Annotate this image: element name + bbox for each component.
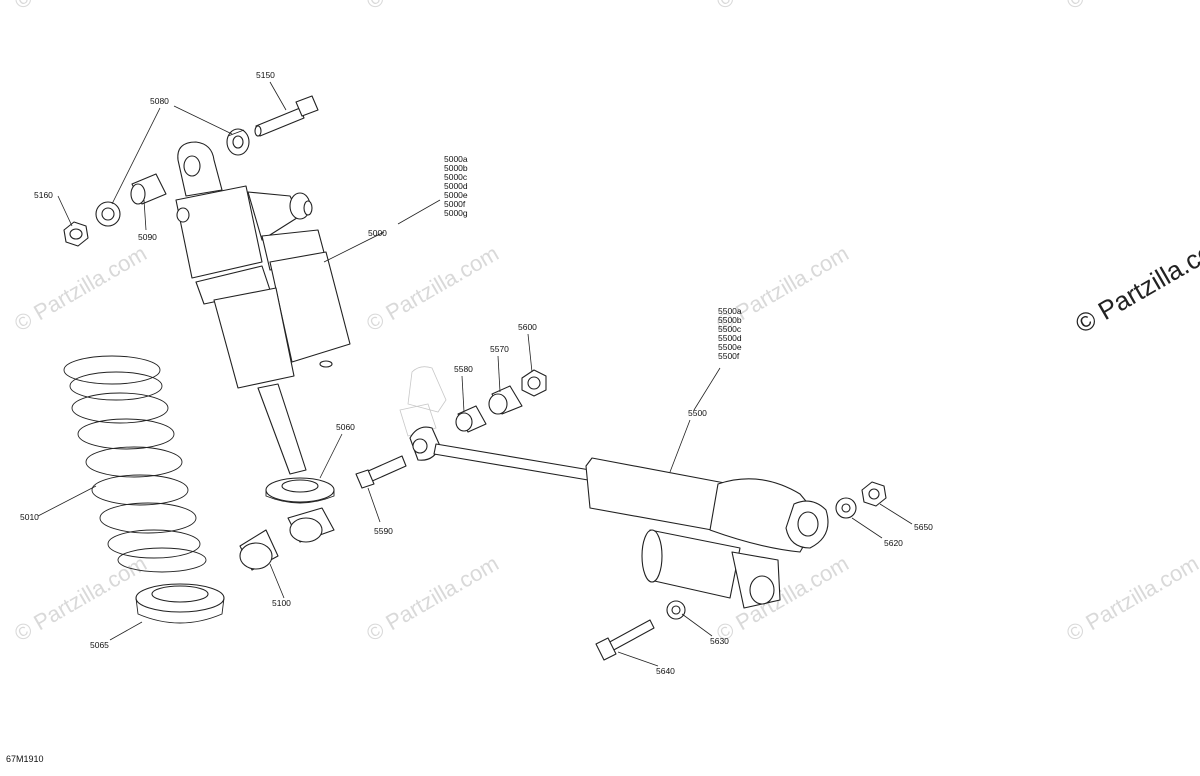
callout-5100: 5100 <box>272 598 291 608</box>
callout-5580: 5580 <box>454 364 473 374</box>
ghost-mount <box>399 366 447 437</box>
bolt-5590 <box>355 455 407 489</box>
callout-5000f: 5000f <box>444 199 466 209</box>
watermark: © Partzilla.com <box>362 241 503 337</box>
callout-5570: 5570 <box>490 344 509 354</box>
callout-5500f: 5500f <box>718 351 740 361</box>
nut-5650 <box>861 481 887 507</box>
callout-5090: 5090 <box>138 232 157 242</box>
nut-5600 <box>521 369 547 397</box>
watermark: © Partzilla.com <box>712 0 853 14</box>
callout-5600: 5600 <box>518 322 537 332</box>
washer-5630 <box>666 600 686 620</box>
shock-5500 <box>409 426 829 609</box>
callout-5500: 5500 <box>688 408 707 418</box>
callout-5000: 5000 <box>368 228 387 238</box>
callout-5000e: 5000e <box>444 190 468 200</box>
callout-5000g: 5000g <box>444 208 468 218</box>
watermark: © Partzilla.com <box>1062 0 1200 14</box>
callout-5640: 5640 <box>656 666 675 676</box>
sleeve-5100 <box>239 507 335 571</box>
callout-5000d: 5000d <box>444 181 468 191</box>
washer-5620 <box>835 497 857 519</box>
shock-5000 <box>175 141 351 475</box>
bushing-5080 <box>226 128 250 156</box>
callout-5620: 5620 <box>884 538 903 548</box>
watermark: © Partzilla.com <box>10 551 151 647</box>
leader-lines <box>37 81 913 667</box>
spring-seat-5060 <box>265 477 335 504</box>
watermark: © Partzilla.com <box>10 0 151 14</box>
watermark: © Partzilla.com <box>10 241 151 337</box>
callout-5500d: 5500d <box>718 333 742 343</box>
spring-seat-5065 <box>135 583 225 624</box>
watermarks: © Partzilla.com © Partzilla.com © Partzi… <box>10 0 1200 646</box>
watermark: © Partzilla.com <box>1062 551 1200 647</box>
watermark: © Partzilla.com <box>362 0 503 14</box>
rear-shock-assembly <box>355 366 887 661</box>
callout-5500c: 5500c <box>718 324 742 334</box>
callout-5080: 5080 <box>150 96 169 106</box>
callout-5060: 5060 <box>336 422 355 432</box>
washer-5080-lower <box>95 201 121 227</box>
callout-5150: 5150 <box>256 70 275 80</box>
figure-code: 67M1910 <box>6 754 44 764</box>
sleeve-5580 <box>455 405 487 433</box>
callout-5500a: 5500a <box>718 306 742 316</box>
spring-5010 <box>63 355 207 573</box>
callout-5000a: 5000a <box>444 154 468 164</box>
bushing-5570 <box>488 385 523 415</box>
watermark: © Partzilla.com <box>362 551 503 647</box>
callout-labels: 5150 5080 5160 5090 5000 5000a 5000b 500… <box>20 70 933 676</box>
callout-5160: 5160 <box>34 190 53 200</box>
callout-5500b: 5500b <box>718 315 742 325</box>
sleeve-5090 <box>130 173 167 205</box>
bolt-5640 <box>595 619 655 661</box>
nut-5160 <box>63 221 89 247</box>
bolt-5150 <box>254 95 319 137</box>
front-shock-assembly <box>63 95 351 624</box>
callout-5590: 5590 <box>374 526 393 536</box>
callout-5000c: 5000c <box>444 172 468 182</box>
callout-5065: 5065 <box>90 640 109 650</box>
callout-5000b: 5000b <box>444 163 468 173</box>
callout-5650: 5650 <box>914 522 933 532</box>
callout-5010: 5010 <box>20 512 39 522</box>
watermark-main: © Partzilla.com <box>1070 226 1200 340</box>
callout-5500e: 5500e <box>718 342 742 352</box>
callout-5630: 5630 <box>710 636 729 646</box>
